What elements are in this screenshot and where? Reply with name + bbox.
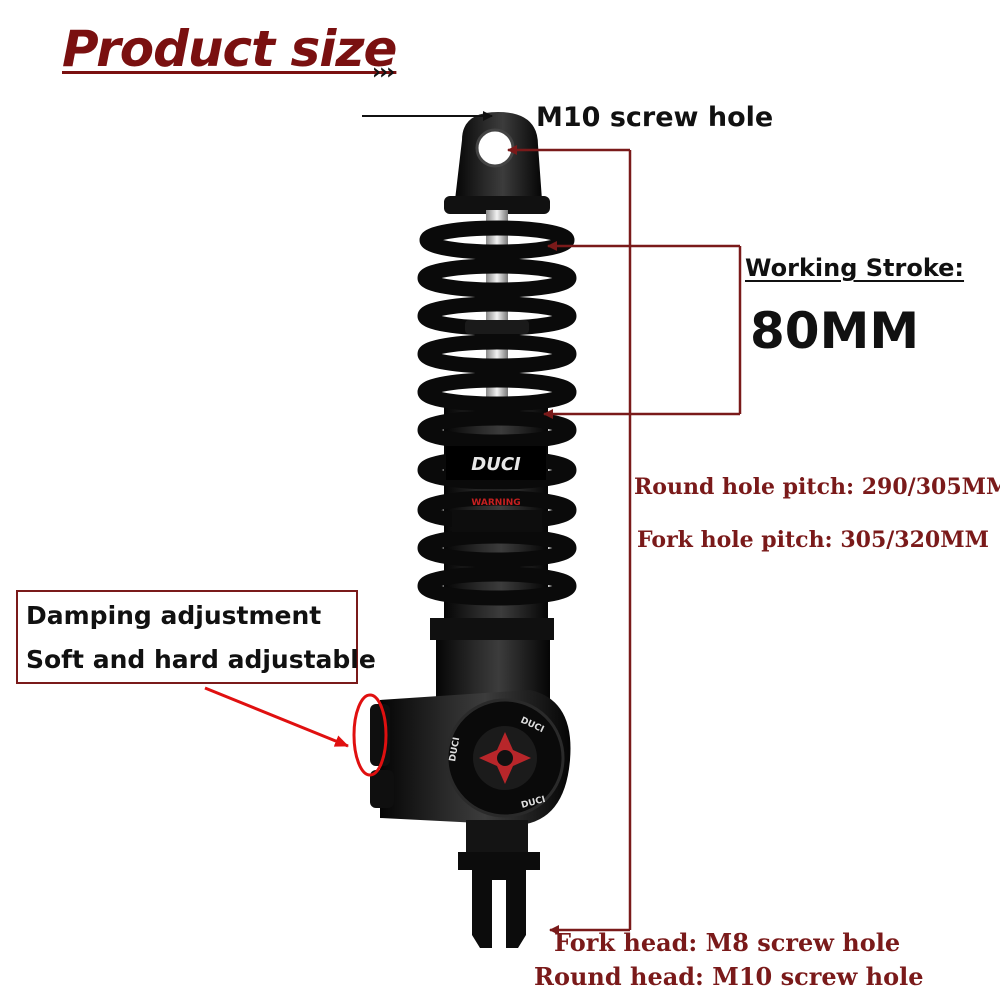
bump-stop [465,320,529,334]
fork-head-label: Fork head: M8 screw hole [554,928,901,957]
knob-brand-text-left: DUCI [448,736,462,762]
round-hole-pitch-label: Round hole pitch: 290/305MM [634,474,1000,500]
brand-logo-text: DUCI [471,454,521,475]
damping-line-1: Damping adjustment [26,601,322,630]
round-head-label: Round head: M10 screw hole [534,962,924,991]
top-hole-label: M10 screw hole [536,102,774,133]
damping-callout-arrow [204,686,349,748]
fork-hole-pitch-label: Fork hole pitch: 305/320MM [637,527,989,553]
damping-adjuster-knob[interactable] [445,698,565,818]
warning-sticker [452,510,542,532]
page-title: Product size [62,20,397,78]
dimension-lines [507,145,742,935]
working-stroke-value: 80MM [750,302,920,360]
working-stroke-label: Working Stroke: [745,254,965,282]
damping-line-2: Soft and hard adjustable [26,645,376,674]
chevron-arrows-icon: ››› [372,60,395,85]
top-eye-mount [444,112,550,214]
damping-info-box: Damping adjustment Soft and hard adjusta… [16,590,376,684]
damping-callout-circle [352,693,388,777]
warning-sticker-text: WARNING [471,498,520,508]
lower-fork-mount [458,820,540,948]
